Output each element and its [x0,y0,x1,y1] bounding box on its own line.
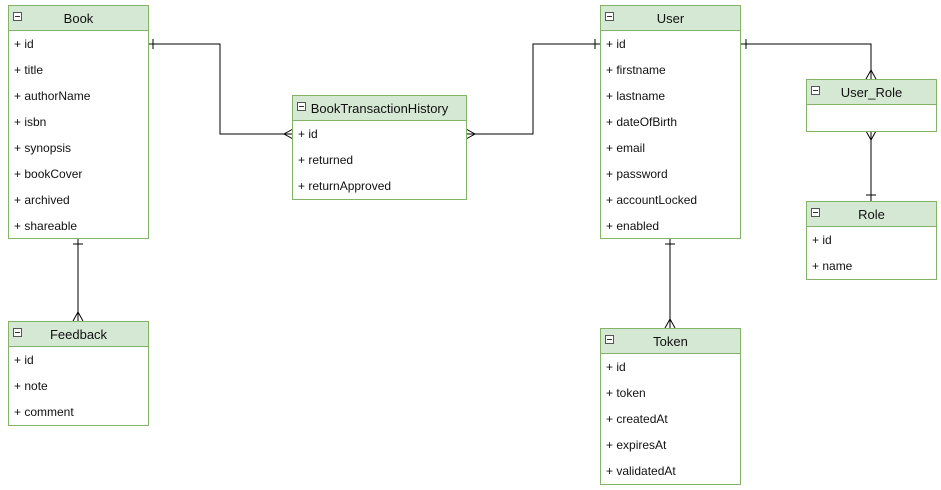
field-shareable[interactable]: + shareable [14,219,78,233]
collapse-icon[interactable] [297,102,306,111]
field-expires-at[interactable]: + expiresAt [606,438,667,452]
field-name[interactable]: + name [812,259,853,273]
field-id[interactable]: + id [606,360,626,374]
entity-feedback[interactable]: Feedback + id + note + comment [8,321,149,426]
field-lastname[interactable]: + lastname [606,89,666,103]
entity-header[interactable]: BookTransactionHistory [293,96,466,121]
field-list: + id + title + authorName + isbn + synop… [9,31,148,239]
field-token[interactable]: + token [606,386,646,400]
field-id[interactable]: + id [606,37,626,51]
entity-title: BookTransactionHistory [310,101,449,116]
collapse-icon[interactable] [605,335,614,344]
field-author-name[interactable]: + authorName [14,89,91,103]
connector-line [148,43,293,135]
collapse-icon[interactable] [811,86,820,95]
field-id[interactable]: + id [298,127,318,141]
connector-line [740,43,872,79]
field-id[interactable]: + id [14,37,34,51]
field-list: + id + token + createdAt + expiresAt + v… [601,354,740,484]
field-id[interactable]: + id [812,233,832,247]
relationship-book-booktransactionhistory[interactable] [148,39,294,140]
many-marker [282,128,294,140]
many-marker [72,310,84,322]
field-archived[interactable]: + archived [14,193,70,207]
connector-line [466,43,601,135]
collapse-icon[interactable] [13,328,22,337]
entity-book[interactable]: Book + id + title + authorName + isbn + … [8,5,149,239]
entity-role[interactable]: Role + id + name [806,201,937,280]
field-id[interactable]: + id [14,353,34,367]
relationship-user-userrole[interactable] [740,39,877,80]
field-note[interactable]: + note [14,379,48,393]
field-book-cover[interactable]: + bookCover [14,167,83,181]
relationship-user-token[interactable] [664,238,676,329]
relationship-role-userrole[interactable] [865,130,877,201]
field-list: + id + name [807,227,936,279]
entity-title: User [656,11,685,26]
many-marker [865,68,877,80]
relationship-user-booktransactionhistory[interactable] [465,39,601,140]
entity-header[interactable]: Role [807,202,936,227]
field-email[interactable]: + email [606,141,646,155]
entity-user-role[interactable]: User_Role [806,79,937,132]
many-marker [465,128,477,140]
field-list: + id + note + comment [9,347,148,425]
entity-book-transaction-history[interactable]: BookTransactionHistory + id + returned +… [292,95,467,200]
entity-title: Feedback [49,327,108,342]
field-account-locked[interactable]: + accountLocked [606,193,698,207]
field-date-of-birth[interactable]: + dateOfBirth [606,115,678,129]
entity-header[interactable]: Token [601,329,740,354]
field-created-at[interactable]: + createdAt [606,412,668,426]
field-isbn[interactable]: + isbn [14,115,47,129]
field-validated-at[interactable]: + validatedAt [606,464,676,478]
field-comment[interactable]: + comment [14,405,74,419]
field-enabled[interactable]: + enabled [606,219,660,233]
entity-title: User_Role [840,85,903,100]
collapse-icon[interactable] [13,12,22,21]
field-list: + id + returned + returnApproved [293,121,466,199]
entity-token[interactable]: Token + id + token + createdAt + expires… [600,328,741,485]
field-title[interactable]: + title [14,63,44,77]
field-synopsis[interactable]: + synopsis [14,141,72,155]
entity-title: Token [653,334,688,349]
entity-title: Book [63,11,94,26]
entity-header[interactable]: Book [9,6,148,31]
relationship-book-feedback[interactable] [72,238,84,322]
field-password[interactable]: + password [606,167,668,181]
collapse-icon[interactable] [811,208,820,217]
entity-header[interactable]: User [601,6,740,31]
field-return-approved[interactable]: + returnApproved [298,179,392,193]
field-firstname[interactable]: + firstname [606,63,666,77]
field-returned[interactable]: + returned [298,153,354,167]
many-marker [865,130,877,142]
collapse-icon[interactable] [605,12,614,21]
field-list: + id + firstname + lastname + dateOfBirt… [601,31,740,239]
entity-header[interactable]: User_Role [807,80,936,105]
many-marker [664,317,676,329]
entity-header[interactable]: Feedback [9,322,148,347]
entity-user[interactable]: User + id + firstname + lastname + dateO… [600,5,741,239]
entity-title: Role [858,207,885,222]
